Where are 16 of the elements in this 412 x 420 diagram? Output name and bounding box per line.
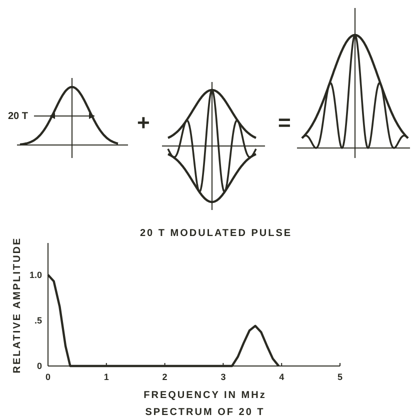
chart-title: SPECTRUM OF 20 T (145, 407, 265, 418)
tick-label: 1 (104, 372, 109, 382)
tick-label: 0 (46, 372, 50, 382)
tick-label: 0 (36, 361, 42, 371)
tick-label: 1.0 (29, 270, 42, 280)
dimension-label: 20 T (8, 112, 28, 122)
tick-label: 3 (220, 372, 226, 382)
tick-label: 5 (338, 372, 342, 382)
tick-label: 4 (279, 372, 284, 382)
tick-label: .5 (34, 315, 42, 326)
tick-label: 2 (162, 372, 168, 382)
caption: 20 T MODULATED PULSE (140, 229, 292, 239)
axis-title: FREQUENCY IN MHz (144, 390, 266, 401)
plus-sign: + (137, 112, 150, 134)
axis-title: RELATIVE AMPLITUDE (12, 236, 23, 374)
equals-sign: = (278, 112, 291, 134)
